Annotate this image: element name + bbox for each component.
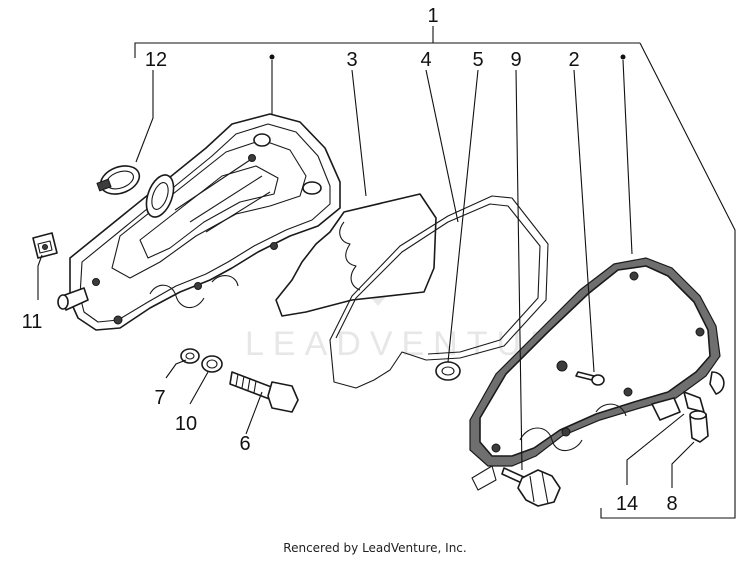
spring-clip: [32, 232, 58, 259]
grommet: [435, 361, 461, 381]
callout-5: 5: [472, 49, 483, 71]
callout-11: 11: [22, 311, 43, 333]
screw: [575, 371, 605, 386]
lock-washer: [201, 355, 223, 373]
callout-8: 8: [666, 493, 677, 515]
callout-12: 12: [145, 49, 167, 71]
callout-3: 3: [346, 49, 357, 71]
air-box-housing: [57, 113, 341, 331]
air-box-cover: [469, 257, 721, 491]
cover-gasket: [329, 195, 549, 389]
callout-7: 7: [154, 387, 165, 409]
callout-10: 10: [175, 413, 197, 435]
drain-plug: [689, 410, 709, 443]
callout-6: 6: [239, 433, 250, 455]
hex-bolt: [229, 371, 299, 413]
assembly-bracket: [134, 26, 736, 519]
knob-screw: [501, 467, 561, 507]
callout-1: 1: [427, 5, 438, 27]
hose-clamp: [96, 165, 141, 195]
callout-14: 14: [616, 493, 638, 515]
callout-9: 9: [510, 49, 521, 71]
callout-4: 4: [420, 49, 431, 71]
footer-credit: Rencered by LeadVenture, Inc.: [283, 541, 467, 555]
filter-element: [275, 193, 437, 317]
hose-fitting: [683, 371, 725, 413]
leader-lines: [37, 54, 695, 488]
callout-2: 2: [568, 49, 579, 71]
flat-washer: [180, 348, 200, 364]
